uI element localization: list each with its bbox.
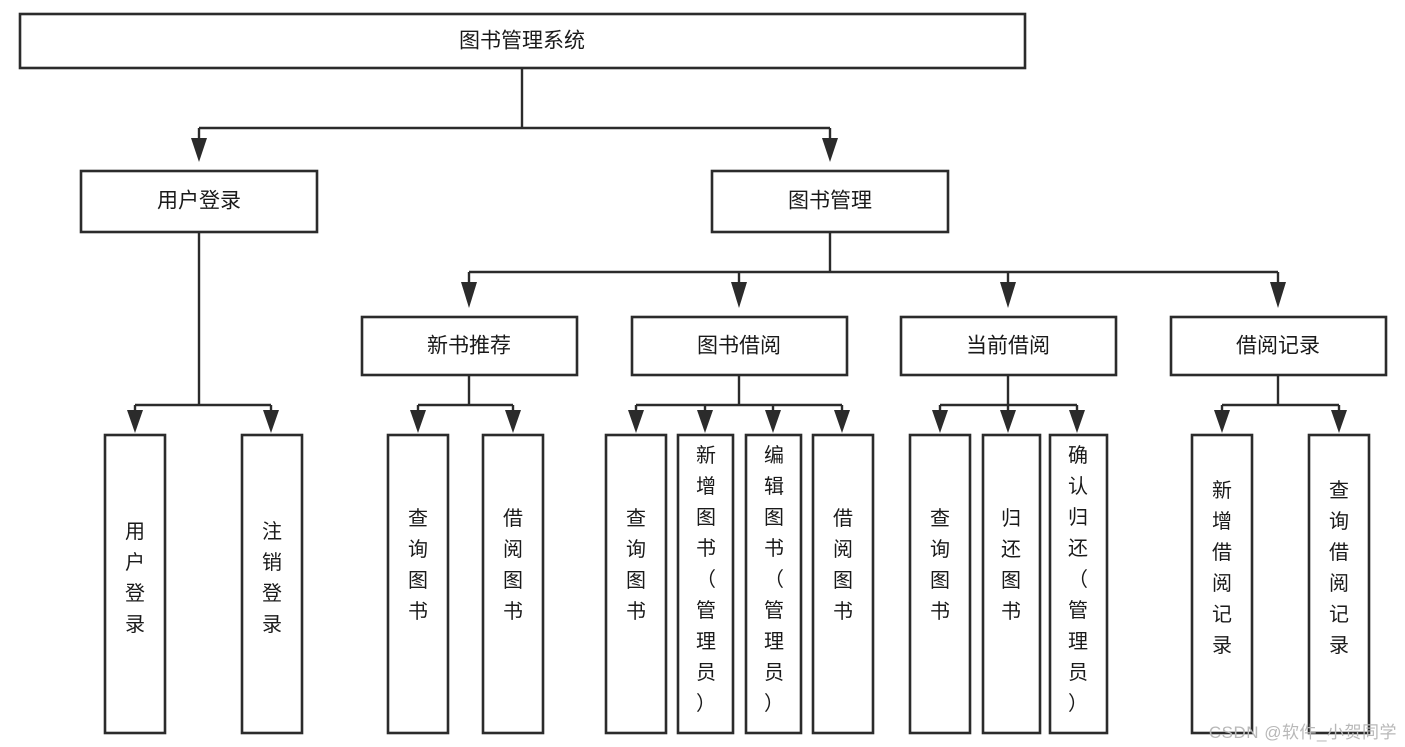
node-leaf-query-borrow-record-box[interactable]	[1307, 433, 1371, 735]
node-leaf-borrow-book-1[interactable]: 借阅图书	[481, 433, 545, 735]
node-leaf-return-book-label: 归还图书	[1001, 507, 1021, 623]
arrow-head-leaf-borrow-book-2	[834, 410, 850, 433]
node-root[interactable]: 图书管理系统	[18, 12, 1027, 70]
node-leaf-edit-book-admin[interactable]: 编辑图书（管理员）	[744, 433, 803, 735]
connector-group-new-book-recommend	[410, 375, 521, 433]
node-leaf-user-login[interactable]: 用户登录	[103, 433, 167, 735]
node-book-borrow[interactable]: 图书借阅	[630, 315, 849, 377]
node-book-management[interactable]: 图书管理	[710, 169, 950, 234]
node-leaf-query-borrow-record[interactable]: 查询借阅记录	[1307, 433, 1371, 735]
arrow-head-leaf-edit-book-admin	[765, 410, 781, 433]
arrow-head-new-book-recommend	[461, 282, 477, 308]
arrow-head-leaf-logout-login	[263, 410, 279, 433]
node-leaf-user-login-box[interactable]	[103, 433, 167, 735]
arrow-head-current-borrow	[1000, 282, 1016, 308]
node-leaf-confirm-return-admin-box[interactable]	[1048, 433, 1109, 735]
node-leaf-query-book-2-label: 查询图书	[626, 507, 646, 623]
connector-group-user-login	[127, 232, 279, 433]
node-leaf-return-book[interactable]: 归还图书	[981, 433, 1042, 735]
node-new-book-recommend-box[interactable]	[360, 315, 579, 377]
node-leaf-add-borrow-record[interactable]: 新增借阅记录	[1190, 433, 1254, 735]
arrow-head-leaf-add-book-admin	[697, 410, 713, 433]
node-leaf-confirm-return-admin[interactable]: 确认归还（管理员）	[1048, 433, 1109, 735]
arrow-head-borrow-record	[1270, 282, 1286, 308]
node-borrow-record-box[interactable]	[1169, 315, 1388, 377]
arrow-head-leaf-query-book-3	[932, 410, 948, 433]
node-borrow-record-label: 借阅记录	[1236, 335, 1320, 358]
node-user-login-box[interactable]	[79, 169, 319, 234]
node-leaf-add-borrow-record-label: 新增借阅记录	[1212, 479, 1232, 657]
node-current-borrow-label: 当前借阅	[966, 335, 1050, 358]
node-user-login-label: 用户登录	[157, 190, 241, 213]
node-leaf-query-book-3[interactable]: 查询图书	[908, 433, 972, 735]
node-leaf-logout-login-label: 注销登录	[262, 520, 282, 636]
arrow-head-leaf-add-borrow-record	[1214, 410, 1230, 433]
node-leaf-query-borrow-record-label: 查询借阅记录	[1329, 479, 1349, 657]
node-current-borrow-box[interactable]	[899, 315, 1118, 377]
node-leaf-borrow-book-1-label: 借阅图书	[503, 507, 523, 623]
node-borrow-record[interactable]: 借阅记录	[1169, 315, 1388, 377]
arrow-head-leaf-return-book	[1000, 410, 1016, 433]
node-book-management-box[interactable]	[710, 169, 950, 234]
node-leaf-logout-login[interactable]: 注销登录	[240, 433, 304, 735]
node-leaf-borrow-book-2-box[interactable]	[811, 433, 875, 735]
node-leaf-query-book-1-label: 查询图书	[408, 507, 428, 623]
connector-group-current-borrow	[932, 375, 1085, 433]
node-leaf-query-book-3-label: 查询图书	[930, 507, 950, 623]
node-leaf-borrow-book-2-label: 借阅图书	[833, 507, 853, 623]
node-leaf-query-book-1-box[interactable]	[386, 433, 450, 735]
node-book-borrow-label: 图书借阅	[697, 335, 781, 358]
arrow-head-user-login	[191, 138, 207, 162]
node-leaf-add-book-admin-box[interactable]	[676, 433, 735, 735]
arrow-head-leaf-query-borrow-record	[1331, 410, 1347, 433]
node-leaf-query-book-2[interactable]: 查询图书	[604, 433, 668, 735]
arrow-head-leaf-query-book-2	[628, 410, 644, 433]
node-leaf-query-book-3-box[interactable]	[908, 433, 972, 735]
node-book-borrow-box[interactable]	[630, 315, 849, 377]
node-leaf-add-book-admin[interactable]: 新增图书（管理员）	[676, 433, 735, 735]
node-root-label: 图书管理系统	[459, 30, 585, 53]
node-leaf-add-book-admin-label: 新增图书（管理员）	[696, 444, 716, 715]
node-leaf-user-login-label: 用户登录	[125, 521, 145, 636]
node-leaf-edit-book-admin-label: 编辑图书（管理员）	[764, 444, 784, 715]
connector-group-book-management	[461, 232, 1286, 308]
node-new-book-recommend[interactable]: 新书推荐	[360, 315, 579, 377]
node-leaf-edit-book-admin-box[interactable]	[744, 433, 803, 735]
node-leaf-return-book-box[interactable]	[981, 433, 1042, 735]
connector-group-borrow-record	[1214, 375, 1347, 433]
node-user-login[interactable]: 用户登录	[79, 169, 319, 234]
arrow-head-leaf-confirm-return-admin	[1069, 410, 1085, 433]
node-leaf-confirm-return-admin-label: 确认归还（管理员）	[1068, 444, 1088, 715]
node-root-box[interactable]	[18, 12, 1027, 70]
node-current-borrow[interactable]: 当前借阅	[899, 315, 1118, 377]
node-leaf-logout-login-box[interactable]	[240, 433, 304, 735]
connector-group-root	[191, 68, 838, 162]
node-leaf-query-book-2-box[interactable]	[604, 433, 668, 735]
node-leaf-query-book-1[interactable]: 查询图书	[386, 433, 450, 735]
arrow-head-leaf-borrow-book-1	[505, 410, 521, 433]
node-leaf-add-borrow-record-box[interactable]	[1190, 433, 1254, 735]
node-leaf-borrow-book-2[interactable]: 借阅图书	[811, 433, 875, 735]
arrow-head-book-borrow	[731, 282, 747, 308]
node-book-management-label: 图书管理	[788, 190, 872, 213]
node-new-book-recommend-label: 新书推荐	[427, 335, 511, 358]
csdn-watermark: CSDN @软件_小贺同学	[1208, 723, 1397, 742]
arrow-head-book-management	[822, 138, 838, 162]
arrow-head-leaf-query-book-1	[410, 410, 426, 433]
node-leaf-borrow-book-1-box[interactable]	[481, 433, 545, 735]
connector-group-book-borrow	[628, 375, 850, 433]
arrow-head-leaf-user-login	[127, 410, 143, 433]
